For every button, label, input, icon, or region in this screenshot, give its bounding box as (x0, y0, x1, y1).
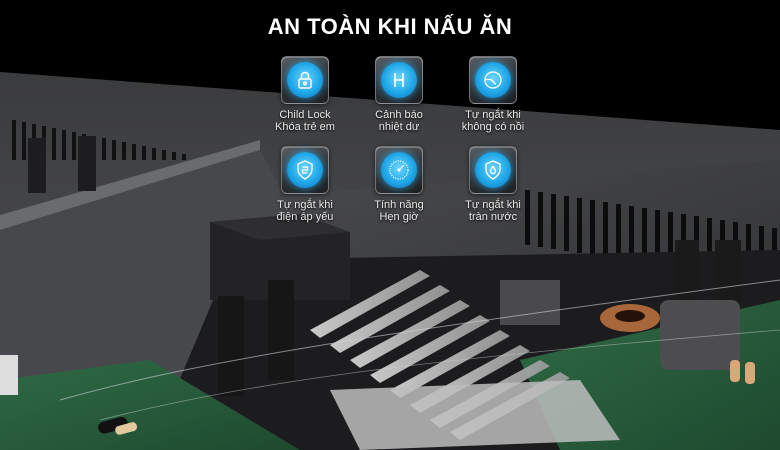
feature-tile (375, 146, 423, 194)
feature-tile (281, 146, 329, 194)
feature-child-lock: Child Lock Khóa trẻ em (255, 56, 355, 133)
lock-icon (298, 71, 312, 89)
feature-label-line2: Khóa trẻ em (275, 121, 335, 133)
pot-detect-icon (484, 71, 502, 89)
feature-tile (281, 56, 329, 104)
feature-label-line1: Tự ngắt khi (465, 109, 521, 121)
feature-timer: Tính năng Hẹn giờ (349, 146, 449, 223)
feature-label-line1: Tính năng (374, 199, 424, 211)
shield-voltage-icon (297, 160, 313, 180)
feature-no-pot-shutoff: Tự ngắt khi không có nồi (443, 56, 543, 133)
feature-overflow-shutoff: Tự ngắt khi tràn nước (443, 146, 543, 223)
feature-low-voltage-shutoff: Tự ngắt khi điện áp yếu (255, 146, 355, 223)
page-title: AN TOÀN KHI NẤU ĂN (267, 14, 513, 39)
h-letter-icon (394, 73, 404, 87)
feature-label-line1: Child Lock (279, 109, 331, 121)
feature-overheat-warning: Cảnh báo nhiệt dư (349, 56, 449, 133)
feature-label-line2: điện áp yếu (276, 211, 334, 223)
feature-tile (375, 56, 423, 104)
feature-tile (469, 146, 517, 194)
feature-label-line1: Cảnh báo (375, 109, 423, 121)
feature-label-line2: tràn nước (468, 211, 518, 223)
shield-water-icon (485, 160, 501, 180)
timer-dial-icon (389, 160, 409, 180)
feature-label-line1: Tự ngắt khi (277, 199, 333, 211)
feature-tile (469, 56, 517, 104)
feature-label-line2: không có nồi (461, 121, 525, 133)
feature-label-line1: Tự ngắt khi (465, 199, 521, 211)
feature-label-line2: Hẹn giờ (379, 211, 419, 223)
feature-label-line2: nhiệt dư (378, 121, 420, 133)
